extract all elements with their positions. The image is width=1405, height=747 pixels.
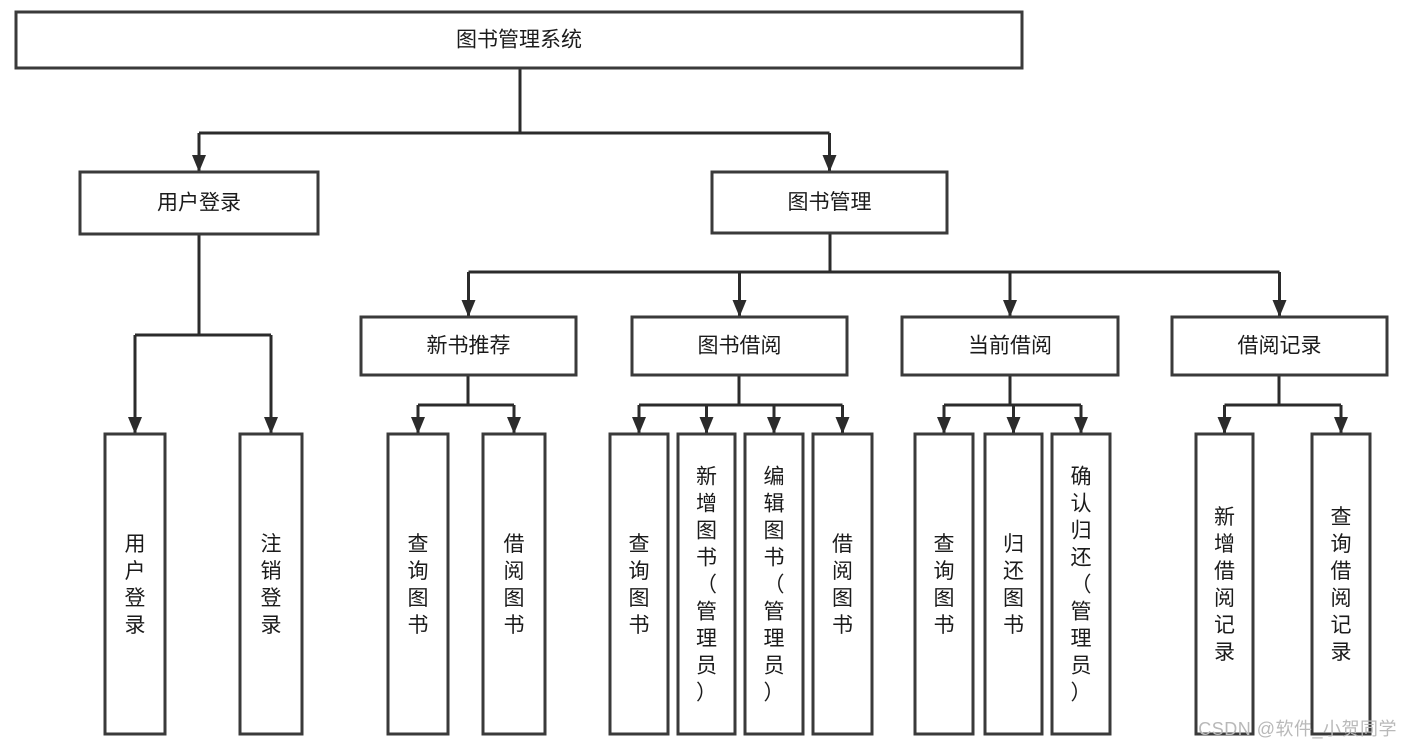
node-current-borrow[interactable]: 当前借阅 (900, 315, 1120, 377)
node-book-manage[interactable]: 图书管理 (710, 170, 949, 235)
arrow-head-icon (632, 417, 646, 434)
arrow-head-icon (732, 300, 747, 317)
node-box[interactable] (913, 432, 975, 736)
arrow-head-icon (411, 417, 425, 434)
arrow-head-icon (461, 300, 476, 317)
watermark-text: CSDN @软件_小贺同学 (1198, 719, 1397, 739)
node-box[interactable] (983, 432, 1044, 736)
node-label: 查询图书 (934, 533, 955, 637)
node-box[interactable] (710, 170, 949, 235)
node-label: 图书借阅 (698, 335, 782, 358)
node-leaf-edit-book-admin[interactable]: 编辑图书（管理员） (743, 432, 805, 736)
arrow-head-icon (937, 417, 951, 434)
node-borrow-record[interactable]: 借阅记录 (1170, 315, 1389, 377)
node-label: 注销登录 (261, 533, 282, 637)
node-label: 新增借阅记录 (1214, 506, 1235, 664)
node-leaf-query-borrow-record[interactable]: 查询借阅记录 (1310, 432, 1372, 736)
node-box[interactable] (900, 315, 1120, 377)
node-box[interactable] (481, 432, 547, 736)
node-label: 新书推荐 (427, 335, 511, 358)
node-leaf-query-book-3[interactable]: 查询图书 (913, 432, 975, 736)
node-box[interactable] (676, 432, 737, 736)
arrow-head-icon (128, 417, 142, 434)
node-label: 借阅记录 (1238, 335, 1322, 358)
arrow-head-icon (507, 417, 521, 434)
node-label: 借阅图书 (832, 533, 853, 637)
arrow-head-icon (192, 155, 206, 172)
node-leaf-borrow-book-1[interactable]: 借阅图书 (481, 432, 547, 736)
node-box[interactable] (78, 170, 320, 236)
node-leaf-user-login[interactable]: 用户登录 (103, 432, 167, 736)
node-box[interactable] (14, 10, 1024, 70)
node-box[interactable] (103, 432, 167, 736)
node-user-login[interactable]: 用户登录 (78, 170, 320, 236)
node-leaf-confirm-return-admin[interactable]: 确认归还（管理员） (1050, 432, 1112, 736)
arrow-head-icon (699, 417, 714, 434)
node-label: 图书管理 (788, 191, 872, 214)
node-box[interactable] (1194, 432, 1255, 736)
arrow-head-icon (1272, 300, 1287, 317)
node-label: 新增图书（管理员） (696, 466, 717, 705)
node-label: 借阅图书 (504, 533, 525, 637)
node-box[interactable] (608, 432, 670, 736)
node-box[interactable] (359, 315, 578, 377)
node-label: 查询借阅记录 (1331, 506, 1352, 664)
node-new-book-recommend[interactable]: 新书推荐 (359, 315, 578, 377)
node-leaf-logout[interactable]: 注销登录 (238, 432, 304, 736)
node-label: 查询图书 (629, 533, 650, 637)
node-box[interactable] (743, 432, 805, 736)
node-leaf-query-book-1[interactable]: 查询图书 (386, 432, 450, 736)
node-box[interactable] (386, 432, 450, 736)
node-leaf-borrow-book-2[interactable]: 借阅图书 (811, 432, 874, 736)
node-box[interactable] (238, 432, 304, 736)
node-leaf-add-borrow-record[interactable]: 新增借阅记录 (1194, 432, 1255, 736)
arrow-head-icon (1003, 300, 1017, 317)
node-box[interactable] (1310, 432, 1372, 736)
arrow-head-icon (767, 417, 781, 434)
node-box[interactable] (1170, 315, 1389, 377)
arrow-head-icon (835, 417, 850, 434)
node-label: 确认归还（管理员） (1071, 466, 1092, 705)
node-label: 归还图书 (1003, 533, 1024, 637)
node-label: 用户登录 (125, 533, 146, 637)
node-label: 图书管理系统 (456, 29, 582, 52)
node-label: 查询图书 (408, 533, 429, 637)
connectors-layer (128, 68, 1348, 434)
node-label: 当前借阅 (968, 335, 1052, 358)
node-box[interactable] (630, 315, 849, 377)
node-label: 编辑图书（管理员） (764, 466, 785, 705)
arrow-head-icon (822, 155, 837, 172)
node-leaf-add-book-admin[interactable]: 新增图书（管理员） (676, 432, 737, 736)
node-box[interactable] (1050, 432, 1112, 736)
arrow-head-icon (264, 417, 278, 434)
node-root[interactable]: 图书管理系统 (14, 10, 1024, 70)
arrow-head-icon (1334, 417, 1348, 434)
node-box[interactable] (811, 432, 874, 736)
arrow-head-icon (1217, 417, 1232, 434)
node-leaf-query-book-2[interactable]: 查询图书 (608, 432, 670, 736)
arrow-head-icon (1074, 417, 1088, 434)
node-book-borrow[interactable]: 图书借阅 (630, 315, 849, 377)
node-label: 用户登录 (157, 192, 241, 215)
arrow-head-icon (1006, 417, 1021, 434)
node-leaf-return-book[interactable]: 归还图书 (983, 432, 1044, 736)
nodes-layer: 图书管理系统用户登录图书管理新书推荐图书借阅当前借阅借阅记录用户登录注销登录查询… (14, 10, 1389, 736)
